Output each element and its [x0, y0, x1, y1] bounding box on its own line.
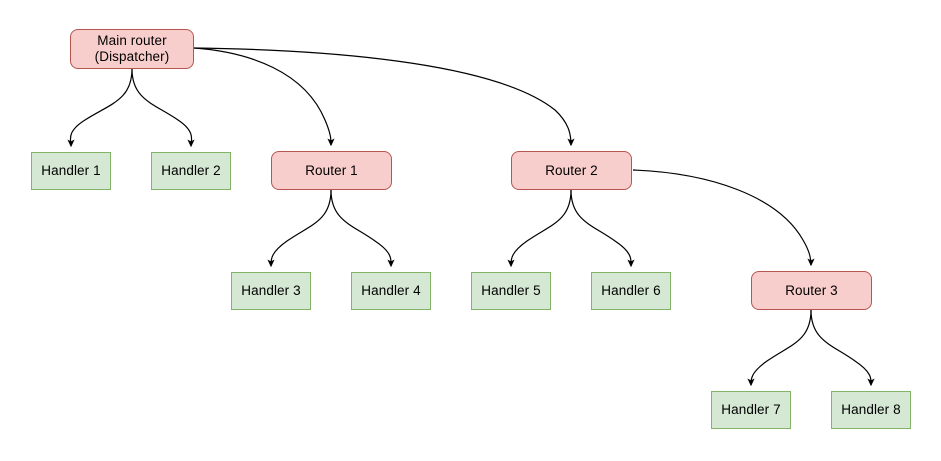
node-router-1[interactable]: Router 1	[271, 151, 392, 190]
edge-router-2-to-handler-5	[507, 189, 572, 268]
node-label: Handler 2	[161, 163, 221, 179]
node-router-3[interactable]: Router 3	[751, 271, 872, 310]
edge-router-3-to-handler-7	[747, 309, 812, 387]
node-main-router[interactable]: Main router (Dispatcher)	[70, 29, 194, 69]
edge-router-3-to-handler-8	[810, 309, 875, 387]
edge-router-2-to-handler-6	[570, 189, 635, 268]
node-handler-2[interactable]: Handler 2	[151, 152, 231, 190]
node-handler-5[interactable]: Handler 5	[471, 272, 551, 310]
node-label: Router 3	[785, 282, 838, 298]
node-label: Handler 8	[841, 402, 901, 418]
node-label: Handler 6	[601, 283, 661, 299]
node-handler-3[interactable]: Handler 3	[231, 272, 311, 310]
edge-main-router-to-handler-1	[67, 68, 133, 148]
edge-router-2-to-router-3	[632, 169, 815, 267]
node-router-2[interactable]: Router 2	[511, 151, 632, 190]
node-label: Handler 1	[41, 163, 101, 179]
edge-main-router-to-router-2	[193, 47, 575, 147]
node-label: Handler 3	[241, 283, 301, 299]
node-label: Router 2	[545, 162, 598, 178]
node-handler-7[interactable]: Handler 7	[711, 391, 791, 429]
node-handler-6[interactable]: Handler 6	[591, 272, 671, 310]
node-label: Router 1	[305, 162, 358, 178]
edge-router-1-to-handler-3	[267, 189, 332, 268]
node-label: Handler 7	[721, 402, 781, 418]
node-handler-4[interactable]: Handler 4	[351, 272, 431, 310]
node-handler-1[interactable]: Handler 1	[31, 152, 111, 190]
edge-main-router-to-router-1	[193, 47, 335, 147]
node-label: Handler 4	[361, 283, 421, 299]
edge-main-router-to-handler-2	[131, 68, 195, 148]
node-handler-8[interactable]: Handler 8	[831, 391, 911, 429]
node-label: Handler 5	[481, 283, 541, 299]
node-label: Main router (Dispatcher)	[94, 33, 170, 64]
edge-router-1-to-handler-4	[330, 189, 395, 268]
